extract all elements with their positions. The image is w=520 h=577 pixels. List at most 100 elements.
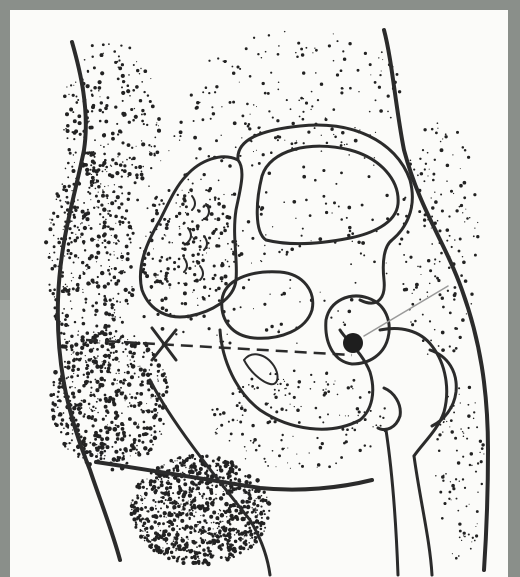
stipple-dot xyxy=(126,252,129,255)
stipple-dot xyxy=(177,547,181,551)
stipple-dot xyxy=(200,533,202,535)
stipple-dot xyxy=(100,442,105,447)
stipple-dot xyxy=(191,190,193,192)
stipple-dot xyxy=(474,228,475,229)
stipple-dot xyxy=(260,501,261,502)
stipple-dot xyxy=(60,205,63,208)
stipple-dot xyxy=(73,239,77,243)
stipple-dot xyxy=(96,261,97,262)
stipple-dot xyxy=(198,147,201,150)
stipple-dot xyxy=(86,376,89,379)
stipple-dot xyxy=(265,234,266,235)
stipple-dot xyxy=(165,550,169,554)
stipple-dot xyxy=(160,298,164,302)
stipple-dot xyxy=(128,366,130,368)
stipple-dot xyxy=(270,406,272,408)
stipple-dot xyxy=(483,453,484,454)
stipple-dot xyxy=(163,516,165,518)
stipple-dot xyxy=(93,348,95,350)
stipple-dot xyxy=(301,53,304,56)
stipple-dot xyxy=(72,395,75,398)
stipple-dot xyxy=(172,546,174,548)
stipple-dot xyxy=(437,122,439,124)
stipple-dot xyxy=(87,70,89,72)
stipple-dot xyxy=(210,118,212,120)
stipple-dot xyxy=(118,373,119,374)
stipple-dot xyxy=(48,284,50,286)
stipple-dot xyxy=(161,256,164,259)
stipple-dot xyxy=(141,372,146,377)
stipple-dot xyxy=(99,223,101,225)
stipple-dot xyxy=(125,348,127,350)
stipple-dot xyxy=(221,106,222,107)
stipple-dot xyxy=(302,228,304,230)
stipple-dot xyxy=(184,544,186,546)
stipple-dot xyxy=(277,139,279,141)
stipple-dot xyxy=(285,394,287,396)
stipple-dot xyxy=(462,146,465,149)
stipple-dot xyxy=(117,380,118,381)
stipple-dot xyxy=(419,266,421,268)
stipple-dot xyxy=(251,424,254,427)
stipple-dot xyxy=(95,380,99,384)
stipple-dot xyxy=(243,409,246,412)
stipple-dot xyxy=(148,144,150,146)
stipple-dot xyxy=(248,384,250,386)
stipple-dot xyxy=(166,521,168,523)
stipple-dot xyxy=(108,259,110,261)
stipple-dot xyxy=(124,217,127,220)
stipple-dot xyxy=(72,381,74,383)
stipple-dot xyxy=(71,280,72,281)
stipple-dot xyxy=(207,483,208,484)
stipple-dot xyxy=(98,383,102,387)
stipple-dot xyxy=(354,139,358,143)
stipple-dot xyxy=(94,239,95,240)
stipple-dot xyxy=(356,407,359,410)
stipple-dot xyxy=(172,544,174,546)
stipple-dot xyxy=(264,245,265,246)
stipple-dot xyxy=(130,396,133,399)
stipple-dot xyxy=(281,448,284,451)
stipple-dot xyxy=(264,499,267,502)
stipple-dot xyxy=(117,206,120,209)
stipple-dot xyxy=(292,122,295,125)
stipple-dot xyxy=(381,70,382,71)
stipple-dot xyxy=(195,265,197,267)
stipple-dot xyxy=(146,409,150,413)
stipple-dot xyxy=(281,249,283,251)
stipple-dot xyxy=(160,199,163,202)
stipple-dot xyxy=(119,223,121,225)
stipple-dot xyxy=(77,368,80,371)
stipple-dot xyxy=(205,554,206,555)
stipple-dot xyxy=(318,237,322,241)
stipple-dot xyxy=(417,174,419,176)
stipple-dot xyxy=(451,246,453,248)
stipple-dot xyxy=(117,389,121,393)
stipple-dot xyxy=(66,129,70,133)
stipple-dot xyxy=(185,556,188,559)
stipple-dot xyxy=(320,82,323,85)
stipple-dot xyxy=(321,150,323,152)
stipple-dot xyxy=(293,369,296,372)
stipple-dot xyxy=(63,286,65,288)
stipple-dot xyxy=(146,537,148,539)
stipple-dot xyxy=(122,452,125,455)
stipple-dot xyxy=(85,361,87,363)
stipple-dot xyxy=(216,429,217,430)
stipple-dot xyxy=(179,135,181,137)
stipple-dot xyxy=(89,408,90,409)
stipple-dot xyxy=(68,442,70,444)
stipple-dot xyxy=(212,504,215,507)
stipple-dot xyxy=(434,159,436,161)
stipple-dot xyxy=(56,194,60,198)
stipple-dot xyxy=(140,176,144,180)
stipple-dot xyxy=(217,470,219,472)
stipple-dot xyxy=(170,483,173,486)
stipple-dot xyxy=(160,483,164,487)
stipple-dot xyxy=(452,487,455,490)
stipple-dot xyxy=(275,410,278,413)
stipple-dot xyxy=(235,472,238,475)
stipple-dot xyxy=(404,288,408,292)
stipple-dot xyxy=(121,321,124,324)
stipple-dot xyxy=(167,514,170,517)
